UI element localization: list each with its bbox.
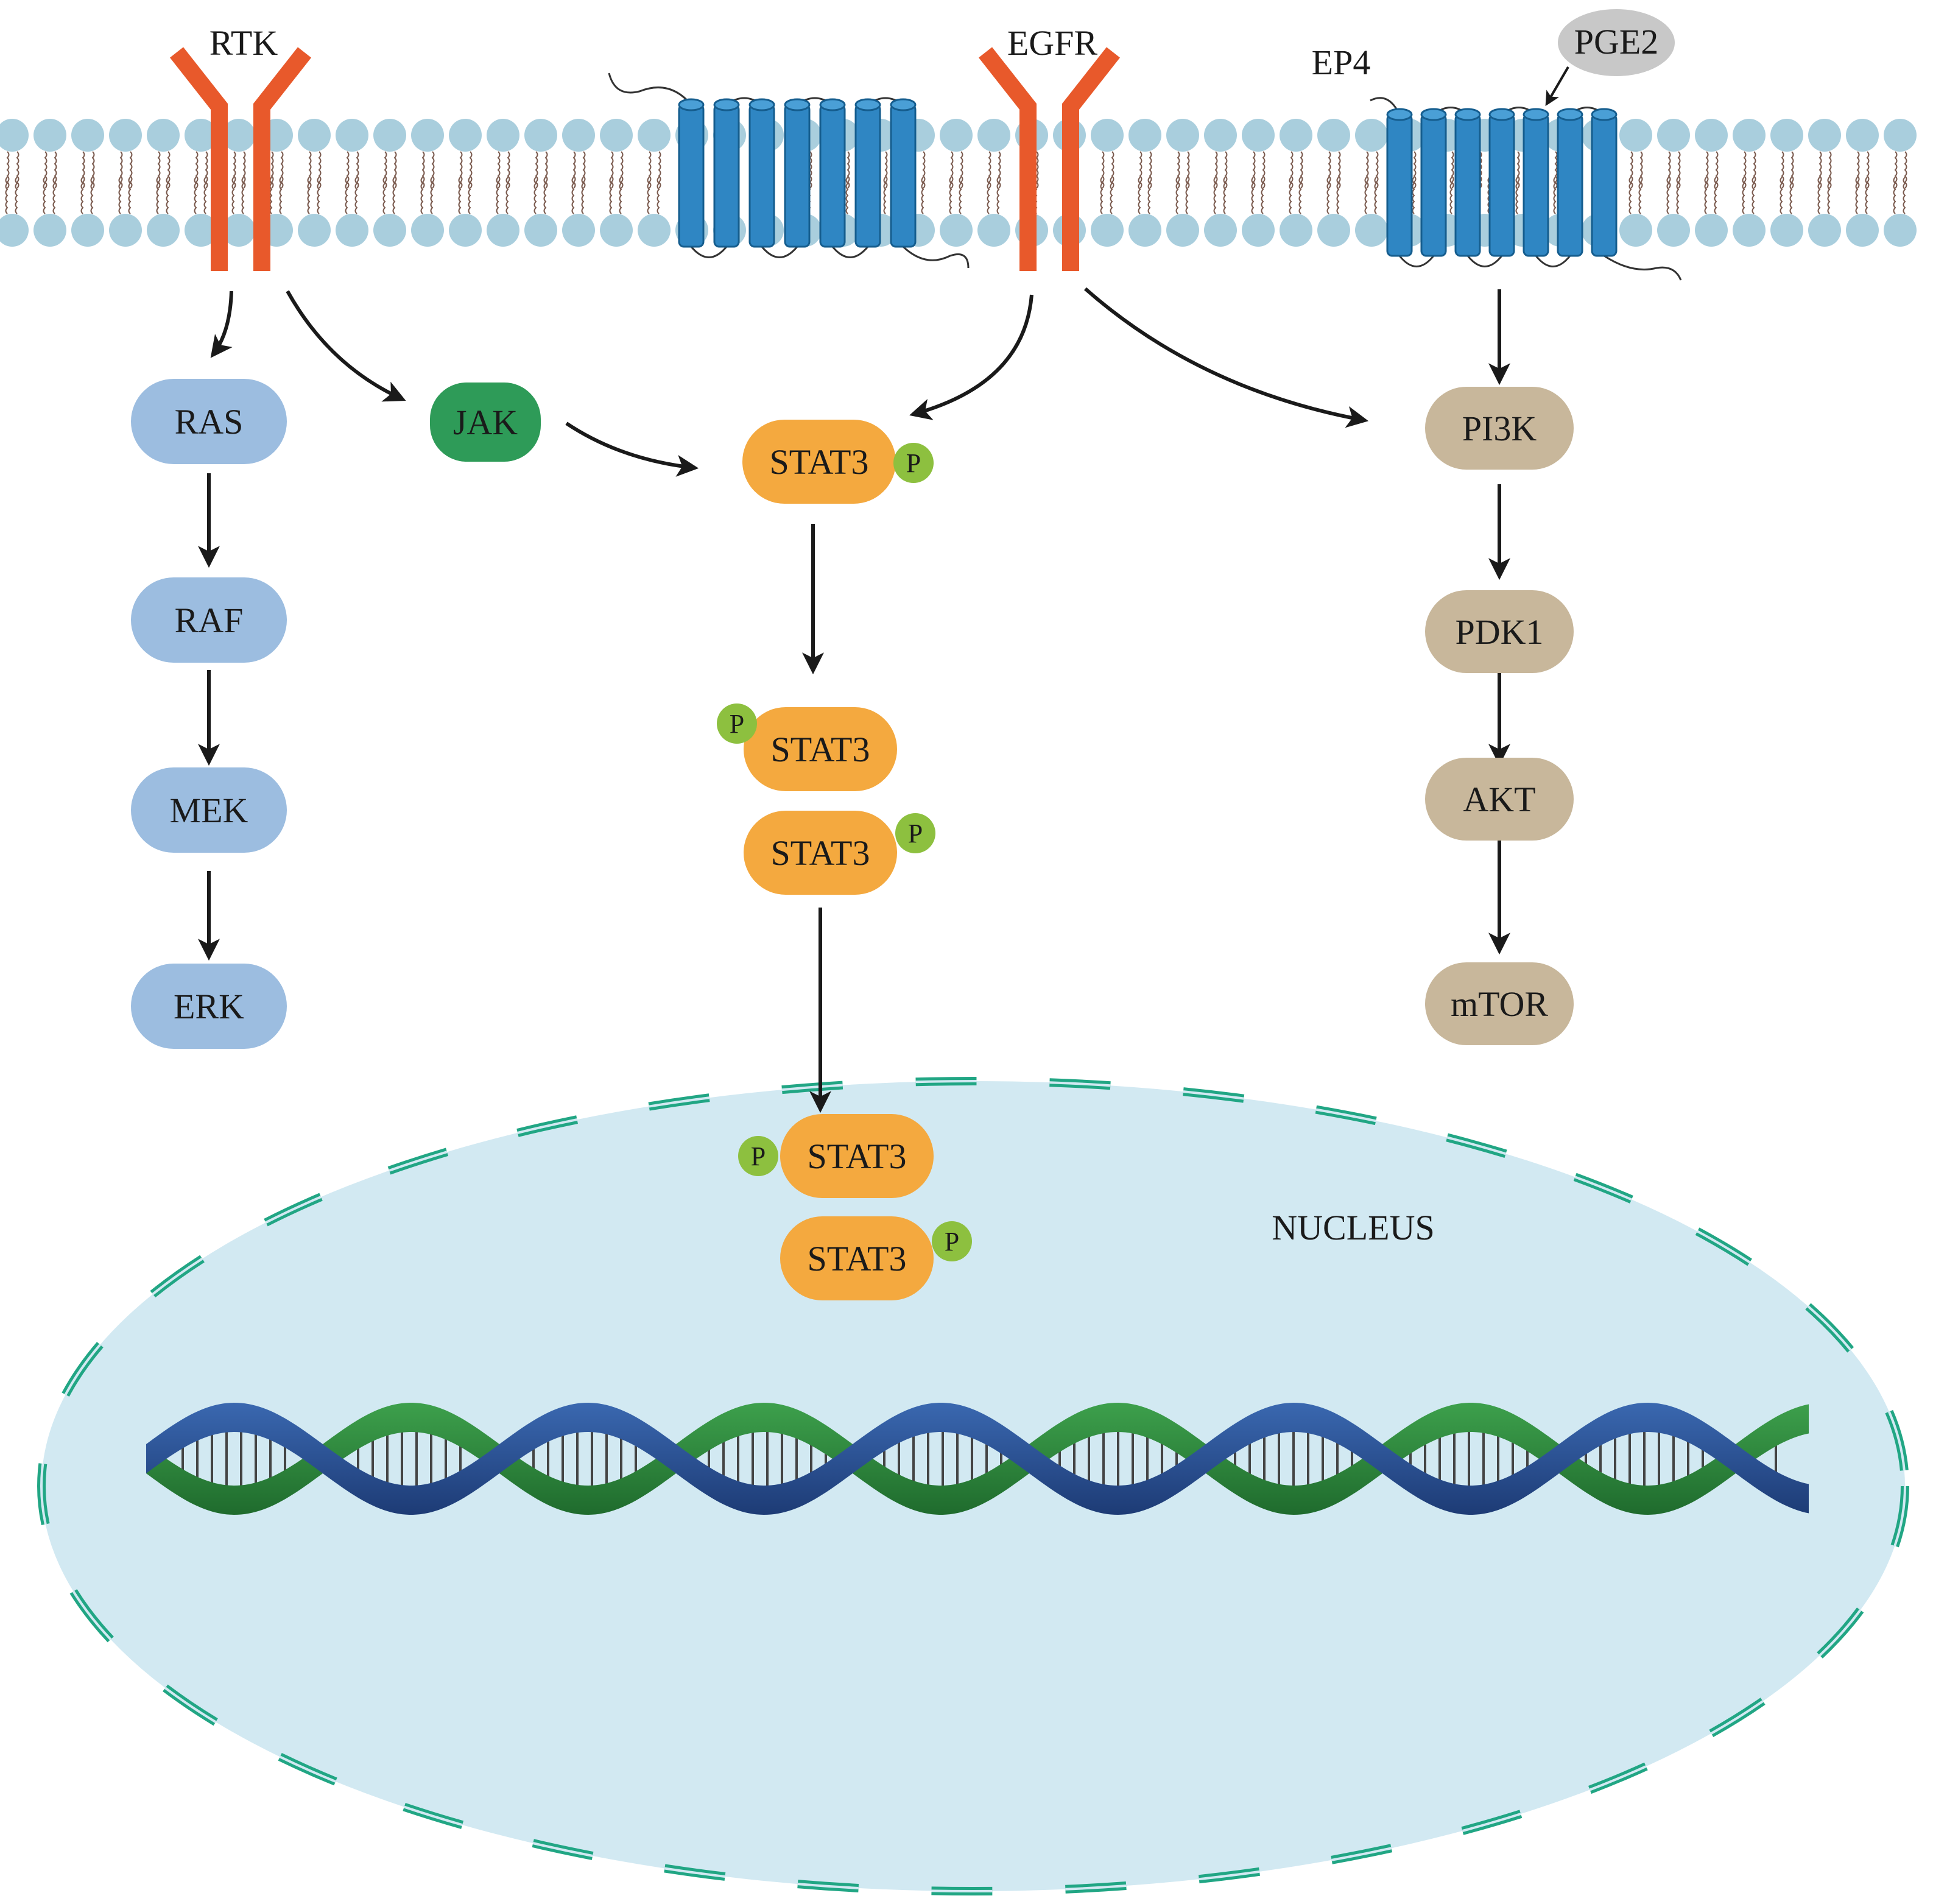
transmembrane-helix: [854, 104, 881, 248]
egfr-label: EGFR: [1007, 23, 1098, 63]
svg-text:P: P: [751, 1141, 766, 1171]
lipid-heads: [0, 119, 1917, 247]
node-pdk1-label: PDK1: [1455, 612, 1543, 652]
dna-strand-green: [146, 1403, 1809, 1515]
node-pi3k: PI3K: [1425, 387, 1574, 470]
jak-label: JAK: [453, 403, 518, 442]
arrow-pge2-ep4: [1545, 66, 1569, 107]
transmembrane-helix: [1591, 113, 1618, 257]
node-mtor: mTOR: [1425, 962, 1574, 1045]
stat3-dimer-lower: STAT3 P: [744, 811, 935, 895]
stat3-activated-label: STAT3: [770, 442, 869, 482]
transmembrane-helix: [1523, 113, 1549, 257]
phospho-group: P: [932, 1221, 972, 1261]
node-mek: MEK: [131, 767, 287, 853]
rtk-label: RTK: [209, 23, 278, 63]
node-ras-label: RAS: [175, 402, 244, 442]
node-pdk1: PDK1: [1425, 590, 1574, 673]
node-mek-label: MEK: [170, 791, 248, 830]
mapk-pathway: RAS RAF MEK ERK: [131, 379, 287, 1049]
transmembrane-helix: [890, 104, 917, 248]
stat3-dimer-upper: STAT3 P: [717, 703, 897, 791]
node-erk: ERK: [131, 964, 287, 1049]
phospho-group: P: [717, 703, 757, 744]
svg-text:P: P: [908, 819, 923, 848]
arrow-egfr-stat3: [909, 294, 1033, 420]
nucleus-envelope-inner: [40, 1080, 1906, 1892]
transmembrane-helix: [678, 104, 705, 248]
stat3-nuclear-upper: STAT3 P: [738, 1114, 934, 1198]
node-akt-label: AKT: [1463, 780, 1535, 819]
phospho-group: P: [893, 443, 934, 483]
ep4-receptor: [1370, 97, 1682, 281]
lipid-tails: [5, 151, 1907, 214]
transmembrane-helix: [1488, 113, 1515, 257]
transmembrane-helix: [1386, 113, 1413, 257]
node-ras: RAS: [131, 379, 287, 464]
node-raf-label: RAF: [175, 601, 244, 640]
node-erk-label: ERK: [174, 987, 244, 1026]
node-akt: AKT: [1425, 758, 1574, 841]
stat3-nuclear-upper-label: STAT3: [808, 1137, 907, 1176]
stat3-dimer-lower-label: STAT3: [771, 833, 870, 873]
cell-membrane: [0, 119, 1917, 247]
arrow-egfr-pi3k: [1084, 287, 1369, 428]
ep4-label: EP4: [1312, 43, 1371, 82]
svg-text:P: P: [906, 448, 921, 478]
transmembrane-helix: [748, 104, 775, 248]
rtk-receptor: RTK: [169, 23, 312, 271]
stat3-dimer-upper-label: STAT3: [771, 730, 870, 769]
stat3-nuclear-lower-label: STAT3: [808, 1239, 907, 1278]
transmembrane-helix: [784, 104, 811, 248]
nucleus-label: NUCLEUS: [1272, 1208, 1434, 1247]
pge2-label: PGE2: [1574, 22, 1659, 62]
transmembrane-helix: [1454, 113, 1481, 257]
phospho-group: P: [738, 1136, 778, 1176]
arrow-rtk-ras: [210, 291, 233, 358]
node-mtor-label: mTOR: [1451, 984, 1548, 1024]
stat3-nuclear-lower: STAT3 P: [780, 1216, 972, 1300]
dna-double-helix: [146, 1403, 1809, 1515]
node-pi3k-label: PI3K: [1462, 409, 1537, 448]
gpcr-receptor-left: [608, 72, 970, 269]
jak-node: JAK: [430, 383, 541, 462]
svg-text:P: P: [730, 709, 744, 739]
arrows: [198, 66, 1569, 1113]
node-raf: RAF: [131, 577, 287, 663]
transmembrane-helix: [713, 104, 740, 248]
phospho-group: P: [895, 813, 935, 853]
dna-strand-blue: [146, 1403, 1809, 1515]
transmembrane-helix: [1557, 113, 1583, 257]
egfr-receptor: EGFR: [978, 23, 1121, 271]
arrow-jak-stat3: [565, 421, 699, 477]
svg-text:P: P: [945, 1227, 959, 1257]
pge2-ligand: PGE2: [1558, 9, 1675, 76]
arrow-rtk-jak: [286, 290, 406, 402]
transmembrane-helix: [1420, 113, 1447, 257]
stat3-activated: STAT3 P: [742, 420, 934, 504]
transmembrane-helix: [819, 104, 846, 248]
